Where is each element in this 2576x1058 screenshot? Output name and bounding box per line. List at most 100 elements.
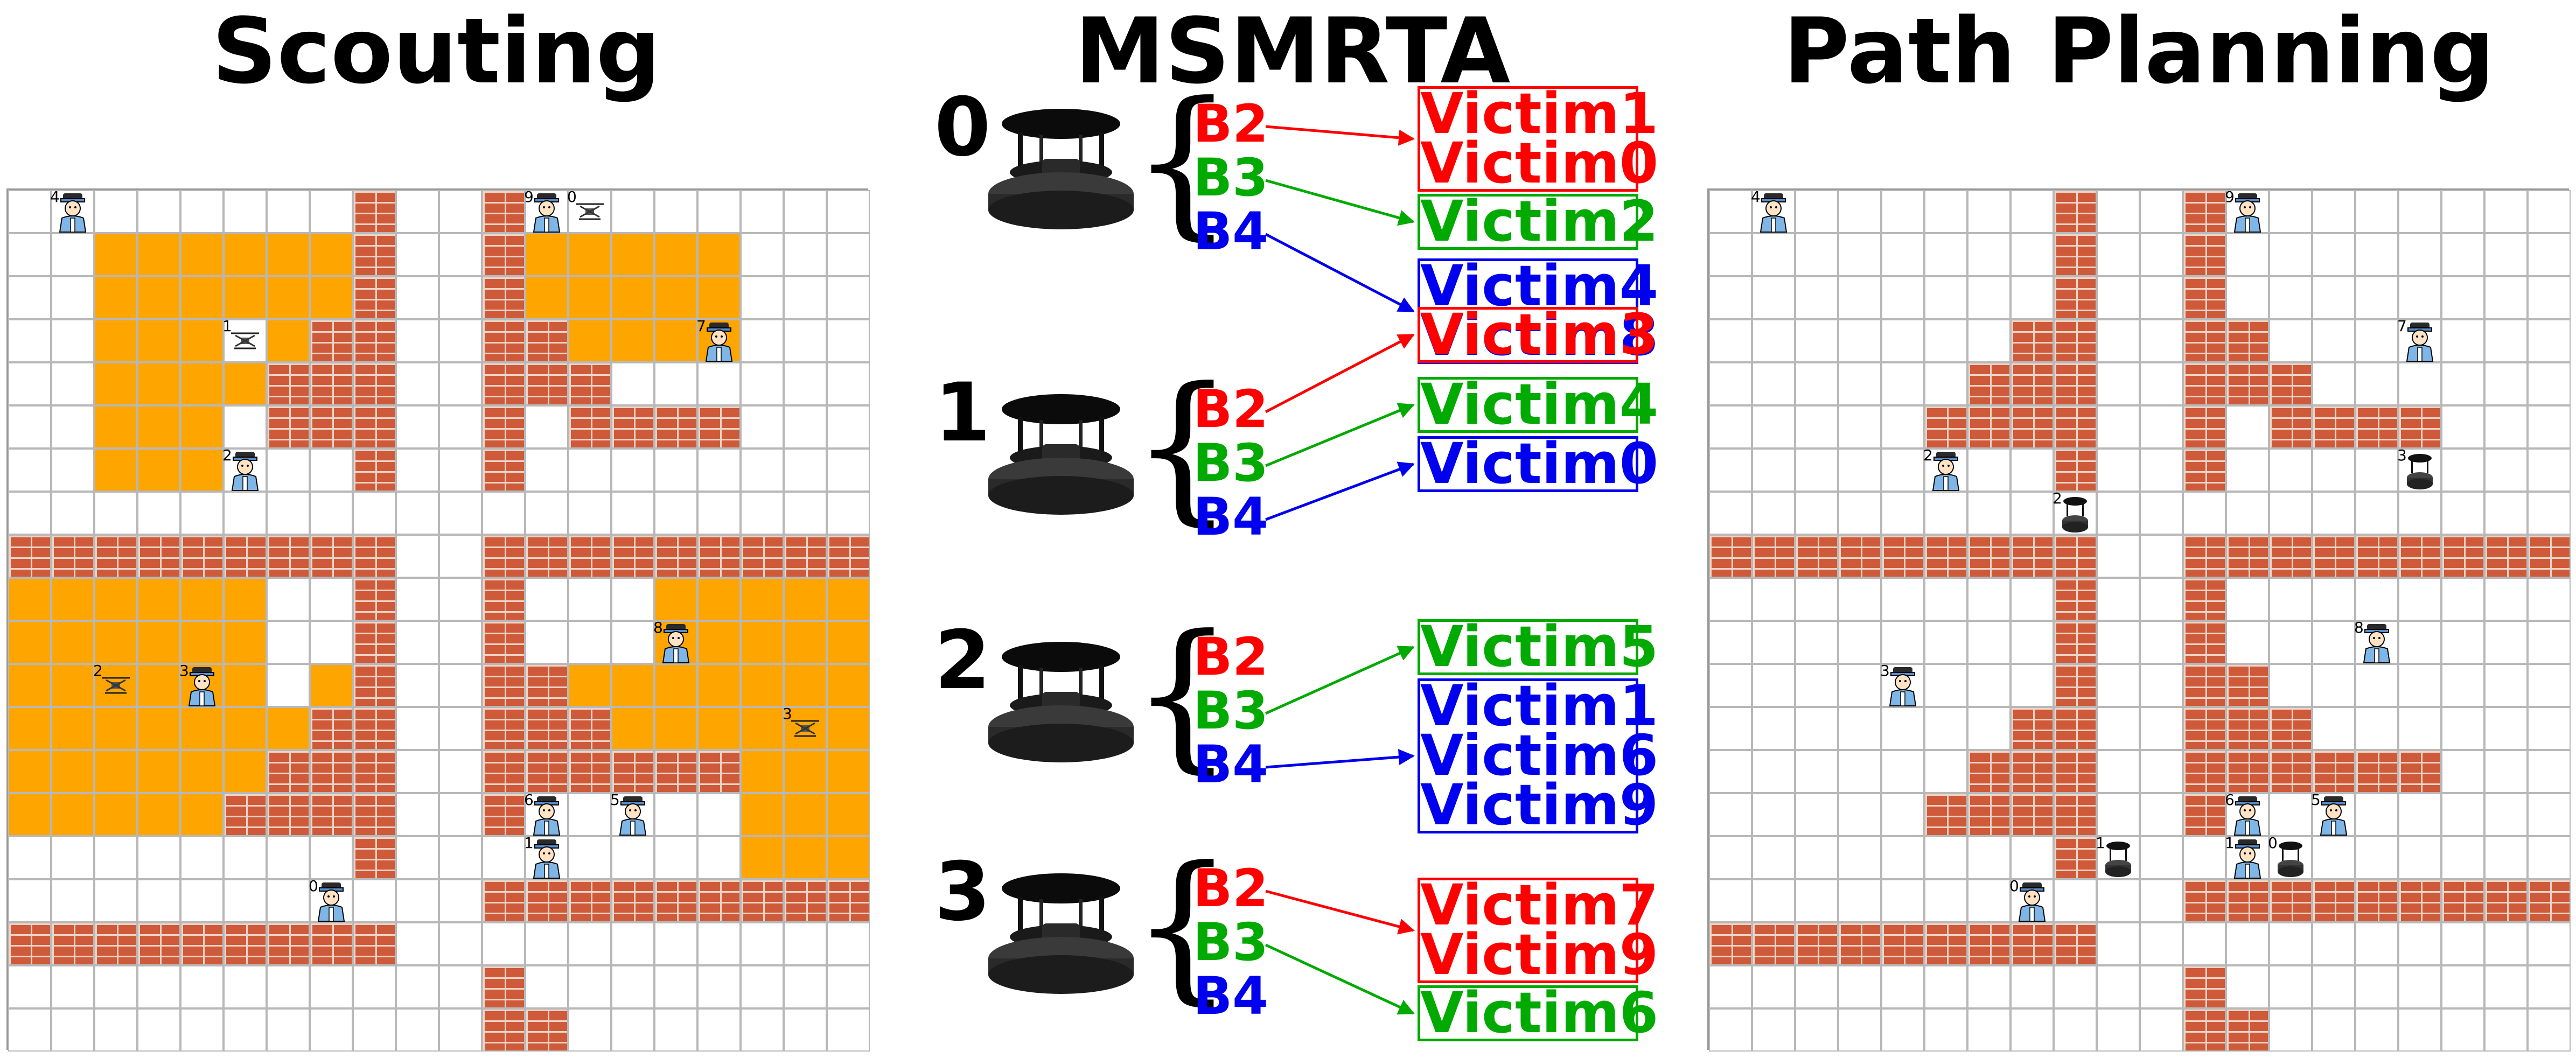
scout-cell	[51, 319, 94, 362]
path-wall-cell	[2183, 535, 2226, 578]
scout-explored-cell	[267, 233, 310, 276]
path-cell	[2269, 1008, 2312, 1052]
path-cell	[2441, 965, 2484, 1008]
scout-explored-cell	[137, 578, 180, 621]
behavior-label-b2: B2	[1193, 627, 1268, 687]
path-cell	[1838, 1008, 1881, 1052]
scout-cell	[568, 965, 611, 1008]
scout-wall-cell	[654, 405, 697, 449]
scout-cell	[439, 190, 482, 233]
path-cell	[1795, 405, 1838, 449]
path-cell	[1881, 319, 1924, 362]
scout-cell	[568, 793, 611, 836]
scout-wall-cell	[137, 922, 180, 965]
scout-wall-cell	[353, 664, 396, 707]
victim-icon-id: 0	[2009, 877, 2019, 895]
path-cell	[2226, 492, 2269, 535]
path-cell	[1924, 190, 1967, 233]
scouting-title: Scouting	[212, 0, 661, 104]
scout-wall-cell	[654, 535, 697, 578]
scout-cell	[741, 276, 784, 319]
path-cell	[2269, 578, 2312, 621]
behavior-label-b2: B2	[1193, 858, 1268, 919]
scout-cell	[137, 492, 180, 535]
scout-cell	[353, 879, 396, 922]
path-cell	[2010, 276, 2054, 319]
path-wall-cell	[2183, 1008, 2226, 1052]
path-cell	[2269, 190, 2312, 233]
scout-wall-cell	[525, 1008, 568, 1052]
scout-cell	[654, 836, 697, 879]
scout-wall-cell	[525, 879, 568, 922]
scout-cell	[439, 449, 482, 492]
victim-icon-id: 5	[2311, 791, 2321, 809]
scout-wall-cell	[482, 319, 525, 362]
scout-cell	[439, 578, 482, 621]
scout-wall-cell	[784, 879, 827, 922]
scout-explored-cell	[611, 664, 654, 707]
path-cell	[1795, 793, 1838, 836]
path-cell	[1838, 793, 1881, 836]
path-cell	[2097, 922, 2140, 965]
path-cell	[2312, 233, 2355, 276]
path-cell	[2528, 319, 2571, 362]
path-cell	[1709, 449, 1752, 492]
path-cell	[1967, 578, 2010, 621]
path-wall-cell	[2183, 190, 2226, 233]
path-wall-cell	[2226, 707, 2269, 750]
scout-wall-cell	[267, 793, 310, 836]
path-wall-cell	[1881, 535, 1924, 578]
behavior-label-b2: B2	[1193, 379, 1268, 439]
scout-explored-cell	[827, 664, 870, 707]
msmrta-title: MSMRTA	[1074, 0, 1511, 104]
scout-wall-cell	[611, 405, 654, 449]
path-cell	[2140, 922, 2183, 965]
scout-cell	[697, 836, 741, 879]
scout-cell	[137, 965, 180, 1008]
scout-wall-cell	[568, 879, 611, 922]
scout-wall-cell	[180, 535, 224, 578]
path-cell	[2226, 276, 2269, 319]
path-cell	[2097, 965, 2140, 1008]
scout-cell	[396, 1008, 439, 1052]
path-cell	[2398, 276, 2441, 319]
scout-explored-cell	[137, 319, 180, 362]
brace: {	[1131, 600, 1234, 788]
scout-cell	[51, 965, 94, 1008]
path-cell	[1881, 793, 1924, 836]
scout-cell	[396, 879, 439, 922]
scout-cell	[568, 922, 611, 965]
scout-explored-cell	[137, 233, 180, 276]
path-wall-cell	[1924, 535, 1967, 578]
scout-cell	[396, 707, 439, 750]
path-wall-cell	[2010, 362, 2054, 405]
scout-cell	[741, 1008, 784, 1052]
path-cell	[2269, 492, 2312, 535]
scout-wall-cell	[697, 879, 741, 922]
scout-cell	[396, 793, 439, 836]
path-cell	[2484, 1008, 2528, 1052]
path-cell	[1752, 276, 1795, 319]
path-cell	[2183, 836, 2226, 879]
scout-explored-cell	[784, 793, 827, 836]
scout-explored-cell	[741, 621, 784, 664]
scout-explored-cell	[137, 793, 180, 836]
victim-label: Victim4	[1420, 372, 1659, 437]
path-wall-cell	[2054, 233, 2097, 276]
path-cell	[1795, 362, 1838, 405]
assignment-arrow	[1265, 179, 1415, 226]
path-cell	[2269, 793, 2312, 836]
path-cell	[2312, 664, 2355, 707]
victim-label: Victim5	[1420, 614, 1659, 679]
path-wall-cell	[1838, 922, 1881, 965]
brace: {	[1131, 353, 1234, 541]
scout-wall-cell	[353, 449, 396, 492]
scout-wall-cell	[353, 707, 396, 750]
path-cell	[2269, 664, 2312, 707]
path-cell	[2140, 707, 2183, 750]
scout-cell	[396, 362, 439, 405]
path-cell	[1795, 276, 1838, 319]
scout-cell	[741, 449, 784, 492]
